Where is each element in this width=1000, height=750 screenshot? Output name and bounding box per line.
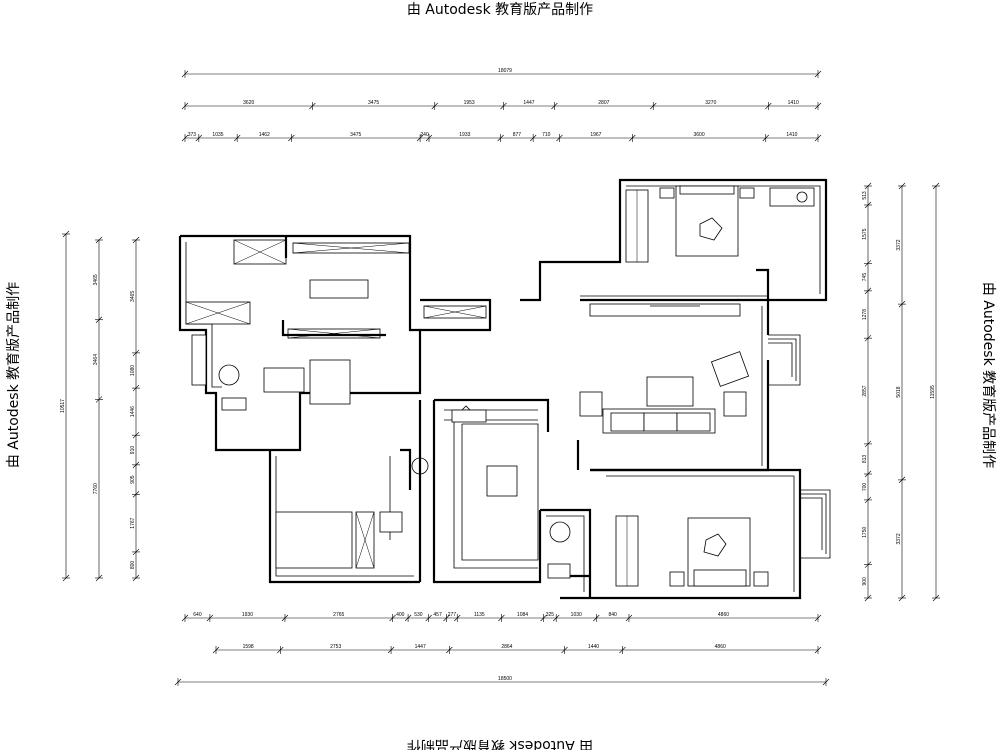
dimension-label: 400 [396,612,405,618]
dimension-label: 1278 [862,309,868,320]
dimension-label: 700 [862,483,868,492]
watermark-right: 由 Autodesk 教育版产品制作 [980,282,996,468]
dimension-label: 513 [862,191,868,200]
furniture [191,185,815,587]
dimension-label: 3464 [93,354,99,365]
walls [178,178,831,600]
dimension-line [181,70,189,78]
dimension-label: 1410 [786,132,797,138]
dimension-line [814,70,822,78]
dimension-label: 18079 [498,68,512,74]
dimension-label: 1084 [517,612,528,618]
dimension-label: 877 [513,132,522,138]
dimension-labels: 18079 3620 3475 1953 1447 2807 3270 1410 373 1035… [60,68,936,682]
dimension-label: 530 [414,612,423,618]
dimension-label: 11595 [930,385,936,399]
dimension-label: 710 [542,132,551,138]
dimension-label: 3475 [350,132,361,138]
dimension-label: 905 [130,475,136,484]
dimension-label: 840 [608,612,617,618]
dimension-label: 1598 [243,644,254,650]
dimension-label: 1080 [130,365,136,376]
watermark-top: 由 Autodesk 教育版产品制作 [407,2,593,18]
dimension-label: 4860 [715,644,726,650]
dimension-label: 373 [188,132,197,138]
dimension-line [62,574,70,582]
dimension-label: 1447 [415,644,426,650]
dimension-label: 3475 [368,100,379,106]
watermark-left: 由 Autodesk 教育版产品制作 [6,282,22,468]
dimension-label: 1967 [590,132,601,138]
dimension-label: 3372 [896,239,902,250]
dimension-line [822,678,830,686]
dimension-label: 10517 [60,399,66,413]
master-bed [675,185,739,257]
dimension-label: 1767 [130,517,136,528]
dimension-label: 640 [193,612,202,618]
dimension-label: 1462 [259,132,270,138]
dimension-label: 3465 [130,291,136,302]
dimension-label: 910 [130,446,136,455]
dimension-label: 800 [130,561,136,570]
dimension-label: 2864 [501,644,512,650]
dimension-lines [62,70,940,686]
dimension-label: 1446 [130,406,136,417]
dimension-label: 1410 [788,100,799,106]
dimension-label: 1440 [588,644,599,650]
dimension-label: 2765 [333,612,344,618]
dimension-label: 325 [546,612,555,618]
dimension-line [62,230,70,238]
dimension-label: 3600 [693,132,704,138]
dimension-label: 4860 [718,612,729,618]
dimension-label: 1750 [862,527,868,538]
dimension-label: 7760 [93,483,99,494]
dimension-label: 900 [862,577,868,586]
dimension-label: 5018 [896,386,902,397]
dimension-label: 1035 [212,132,223,138]
dimension-label: 2807 [598,100,609,106]
dimension-label: 1030 [571,612,582,618]
dimension-label: 3620 [243,100,254,106]
dimension-label: 1447 [523,100,534,106]
dimension-label: 277 [448,612,457,618]
dimension-label: 813 [862,455,868,464]
dimension-line [174,678,182,686]
dimension-label: 457 [433,612,442,618]
dimension-label: 240 [420,132,429,138]
dimension-label: 3270 [705,100,716,106]
dimension-label: 1575 [862,228,868,239]
dimension-label: 2857 [862,385,868,396]
dimension-label: 745 [862,273,868,282]
watermark-bottom: 由 Autodesk 教育版产品制作 [407,737,593,750]
dimension-line [932,182,940,190]
dimension-label: 18500 [498,676,512,682]
dimension-line [932,594,940,602]
coffee-table [646,376,694,407]
dimension-label: 2753 [330,644,341,650]
dimension-label: 3465 [93,274,99,285]
dimension-label: 1953 [464,100,475,106]
dimension-label: 1930 [242,612,253,618]
dimension-label: 1135 [474,612,485,618]
dining-table [309,359,351,405]
dimension-label: 3372 [896,533,902,544]
dimension-label: 1933 [459,132,470,138]
